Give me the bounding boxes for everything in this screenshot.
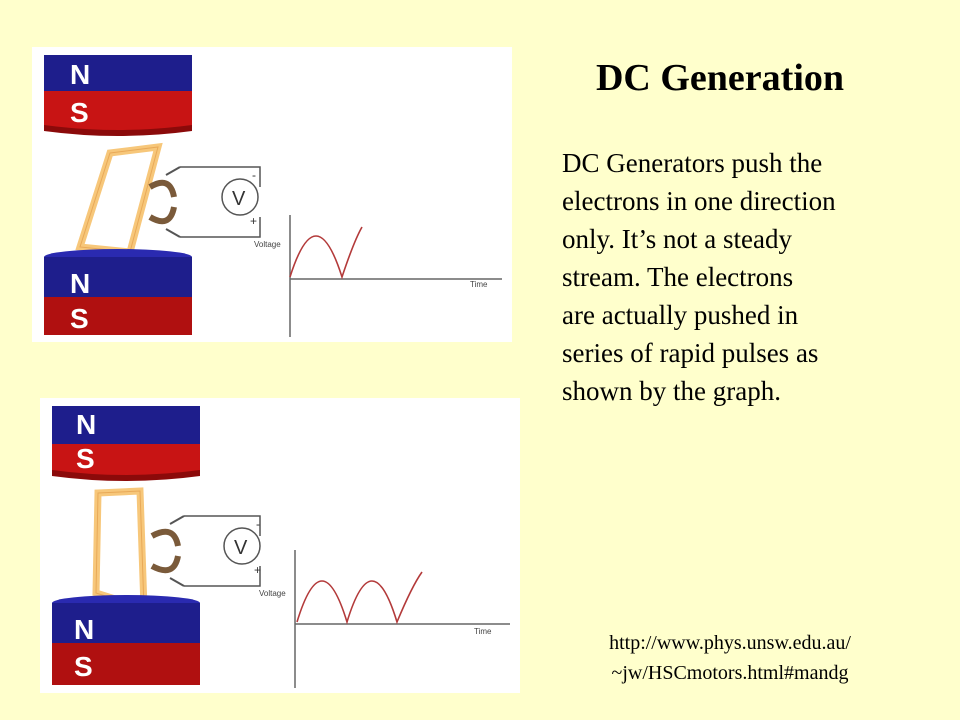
magnet-bottom: N S: [52, 595, 200, 685]
wire-upper: [184, 515, 261, 536]
voltage-graph: Voltage Time: [259, 550, 510, 688]
slide-title: DC Generation: [595, 57, 845, 99]
magnet-south-label: S: [76, 443, 95, 474]
source-citation: http://www.phys.unsw.edu.au/ ~jw/HSCmoto…: [560, 628, 900, 688]
magnet-south-label: S: [74, 651, 93, 682]
voltmeter-minus: -: [252, 168, 256, 182]
voltmeter-plus: +: [250, 214, 257, 228]
y-axis-label: Voltage: [254, 240, 281, 249]
x-axis-label: Time: [470, 280, 488, 289]
body-line: electrons in one direction: [562, 186, 836, 216]
commutator: [150, 515, 185, 587]
magnet-shadow: [44, 125, 192, 136]
body-line: are actually pushed in: [562, 300, 799, 330]
magnet-north-block: [52, 406, 200, 444]
voltmeter-plus: +: [254, 563, 261, 577]
magnet-north-block: [44, 55, 192, 91]
body-line: DC Generators push the: [562, 148, 823, 178]
coil-loop: [75, 142, 163, 256]
brush-lower: [165, 228, 181, 238]
magnet-south-block: [44, 297, 192, 335]
commutator-lower: [150, 555, 181, 574]
magnet-north-block: [44, 257, 192, 297]
body-line: only. It’s not a steady: [562, 224, 792, 254]
voltage-curve: [289, 226, 363, 280]
magnet-south-block: [44, 91, 192, 131]
brush-upper: [169, 515, 185, 525]
magnet-north-block: [52, 603, 200, 643]
commutator-upper: [150, 528, 181, 547]
coil-loop: [92, 487, 148, 613]
magnet-south-label: S: [70, 97, 89, 128]
magnet-south-block: [52, 643, 200, 685]
voltmeter-dial: [221, 178, 259, 216]
wire-lower: [184, 566, 261, 587]
slide-body: DC Generators push the electrons in one …: [562, 144, 922, 410]
voltmeter: V - +: [221, 168, 259, 228]
magnet-shadow: [52, 470, 200, 481]
body-line: stream. The electrons: [562, 262, 794, 292]
wire-lower: [180, 217, 261, 238]
commutator: [148, 166, 181, 238]
magnet-bottom: N S: [44, 249, 192, 335]
magnet-south-label: S: [70, 303, 89, 334]
source-line: http://www.phys.unsw.edu.au/: [609, 632, 851, 654]
generator-illustration: N S V - + N S: [52, 406, 510, 688]
voltage-curve: [296, 571, 423, 625]
magnet-north-label: N: [70, 59, 90, 90]
brush-lower: [169, 577, 185, 587]
diagram-generator-bottom: N S V - + N S: [40, 398, 520, 693]
generator-illustration: N S V - + N S: [44, 55, 502, 337]
magnet-south-block: [52, 444, 200, 476]
voltage-graph: Voltage Time: [254, 215, 502, 337]
coil-outline: [95, 490, 145, 609]
magnet-top: N S: [52, 406, 200, 481]
commutator-lower: [148, 206, 177, 225]
voltmeter-minus: -: [256, 517, 260, 531]
y-axis-label: Voltage: [259, 589, 286, 598]
diagram-generator-top: N S V - + N S: [32, 47, 512, 342]
wire-upper: [180, 166, 261, 187]
brush-upper: [165, 166, 181, 176]
magnet-north-label: N: [76, 409, 96, 440]
source-line: ~jw/HSCmotors.html#mandg: [611, 662, 849, 684]
voltmeter-label: V: [232, 188, 246, 210]
magnet-top: N S: [44, 55, 192, 136]
voltmeter-label: V: [234, 537, 248, 559]
coil: [92, 487, 148, 613]
x-axis-label: Time: [474, 627, 492, 636]
coil: [75, 142, 163, 256]
commutator-upper: [148, 179, 177, 198]
voltmeter: V - +: [223, 517, 261, 577]
magnet-north-label: N: [74, 614, 94, 645]
voltmeter-dial: [223, 527, 261, 565]
magnet-north-label: N: [70, 268, 90, 299]
body-line: series of rapid pulses as: [562, 338, 819, 368]
body-line: shown by the graph.: [562, 376, 781, 406]
